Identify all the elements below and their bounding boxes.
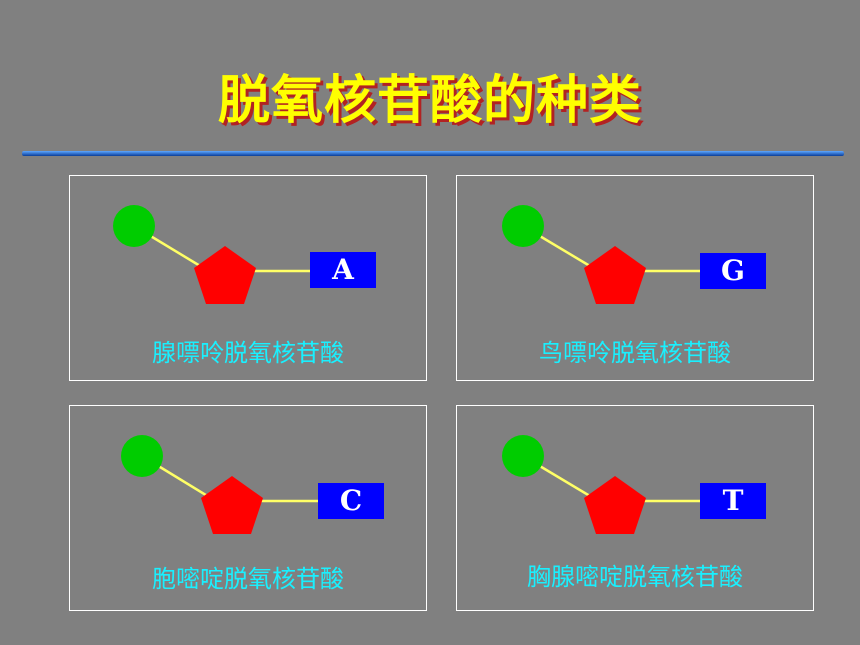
phosphate-circle bbox=[113, 205, 155, 247]
title-divider bbox=[22, 151, 844, 156]
nucleotide-panel-thymine: T 胸腺嘧啶脱氧核苷酸 bbox=[456, 405, 814, 611]
phosphate-circle bbox=[502, 205, 544, 247]
deoxyribose-pentagon bbox=[201, 476, 263, 534]
page-title: 脱氧核苷酸的种类 bbox=[217, 71, 642, 131]
nucleotide-diagram bbox=[502, 205, 700, 304]
phosphate-circle bbox=[121, 435, 163, 477]
nucleotide-diagram bbox=[502, 435, 700, 534]
deoxyribose-pentagon bbox=[194, 246, 256, 304]
base-label: A bbox=[310, 252, 376, 288]
base-label: G bbox=[700, 253, 766, 289]
nucleotide-name: 腺嘌呤脱氧核苷酸 bbox=[152, 339, 344, 367]
base-label: T bbox=[700, 483, 766, 519]
base-label: C bbox=[318, 483, 384, 519]
nucleotide-name: 胸腺嘧啶脱氧核苷酸 bbox=[527, 563, 743, 591]
deoxyribose-pentagon bbox=[584, 246, 646, 304]
nucleotide-diagram bbox=[113, 205, 310, 304]
nucleotide-diagram bbox=[121, 435, 318, 534]
deoxyribose-pentagon bbox=[584, 476, 646, 534]
nucleotide-name: 胞嘧啶脱氧核苷酸 bbox=[152, 565, 344, 593]
phosphate-circle bbox=[502, 435, 544, 477]
nucleotide-name: 鸟嘌呤脱氧核苷酸 bbox=[539, 339, 731, 367]
nucleotide-panel-adenine: A 腺嘌呤脱氧核苷酸 bbox=[69, 175, 427, 381]
nucleotide-panel-guanine: G 鸟嘌呤脱氧核苷酸 bbox=[456, 175, 814, 381]
nucleotide-panel-cytosine: C 胞嘧啶脱氧核苷酸 bbox=[69, 405, 427, 611]
